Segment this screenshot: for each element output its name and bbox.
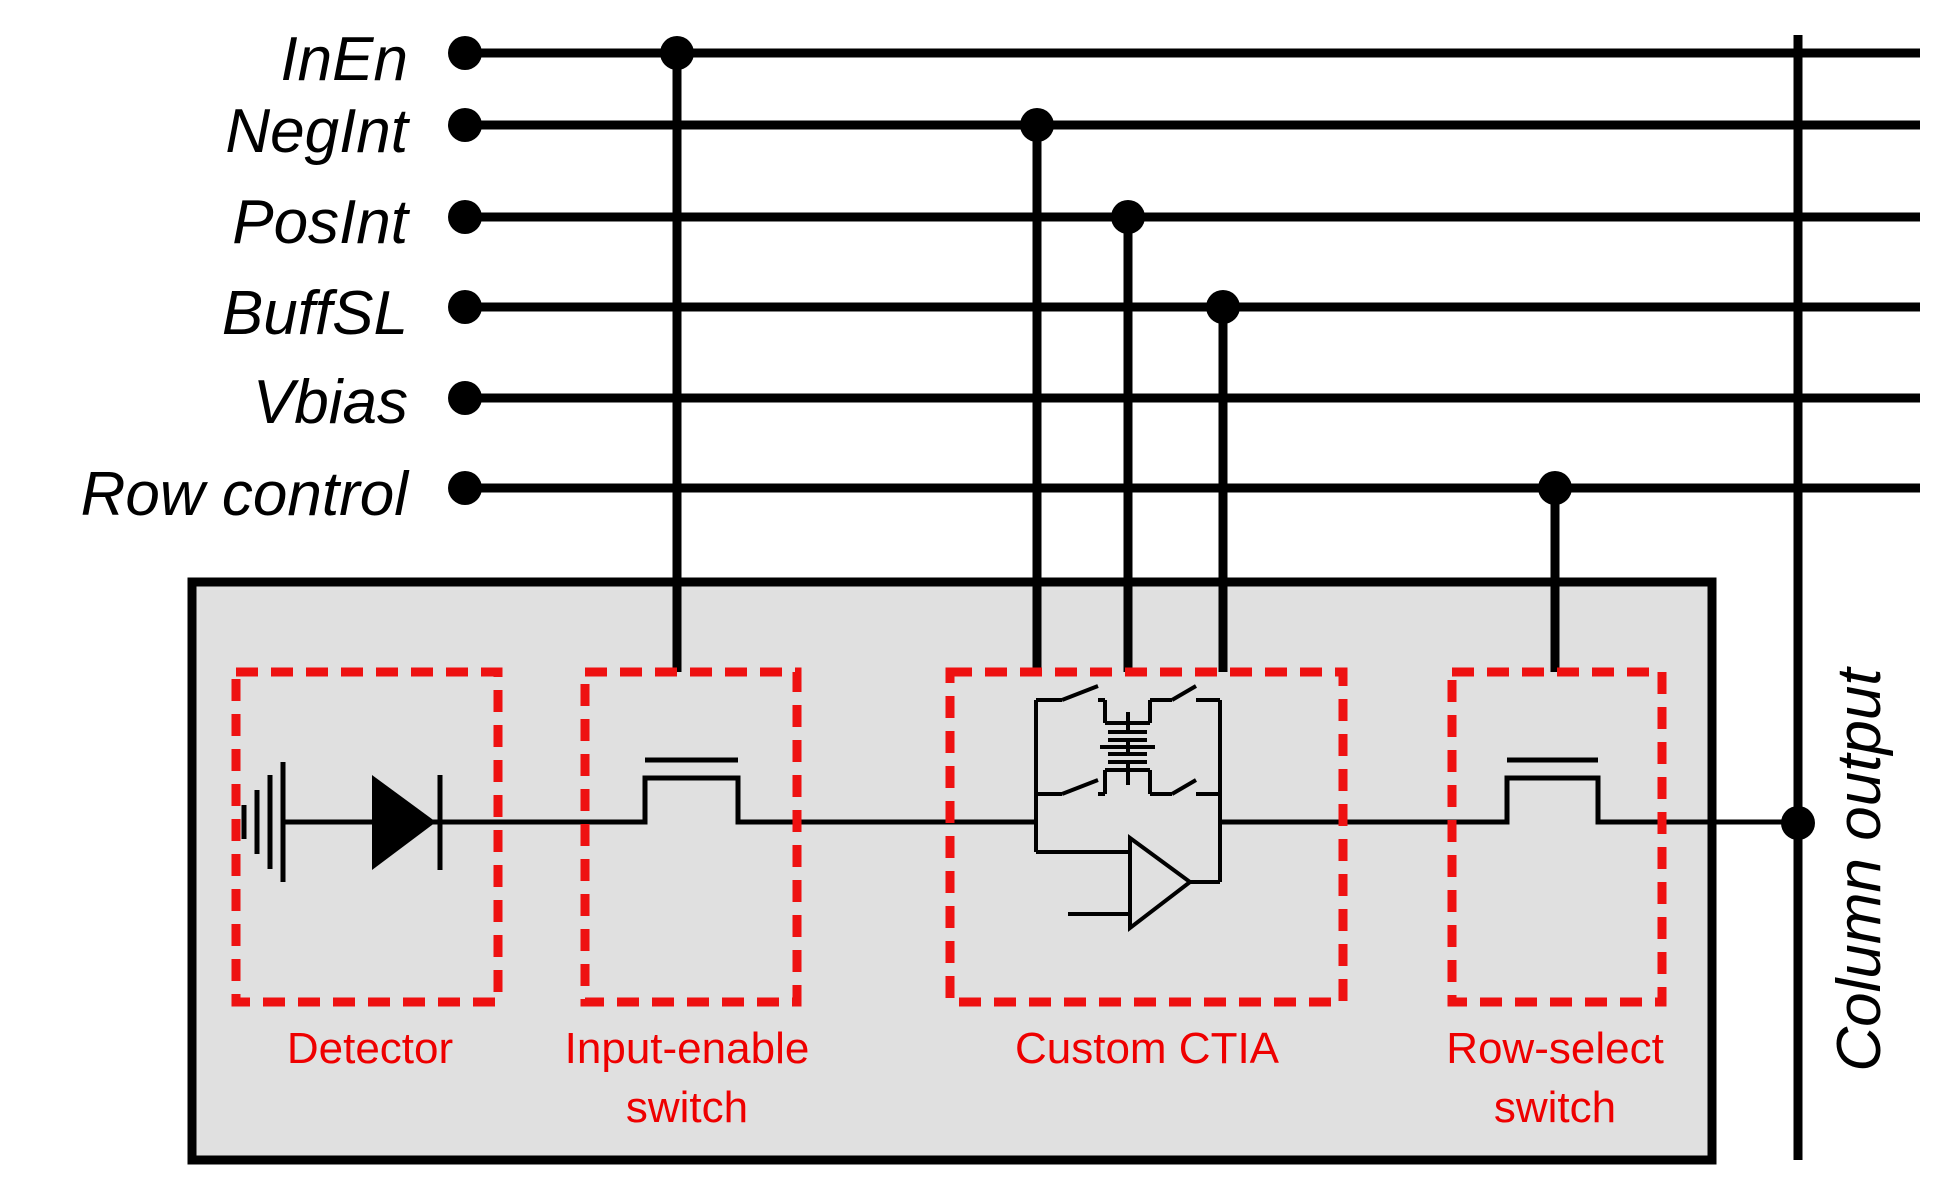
detector-label: Detector	[287, 1024, 453, 1073]
ground-icon	[241, 762, 286, 882]
signal-label-vbias: Vbias	[253, 368, 408, 437]
bus-terminals	[448, 36, 482, 505]
photodiode-icon	[372, 775, 443, 870]
input-enable-label-line1: Input-enable	[565, 1024, 810, 1073]
row-select-switch-block	[1447, 667, 1667, 1007]
custom-ctia-label: Custom CTIA	[1015, 1024, 1280, 1073]
row-select-label-line2: switch	[1494, 1083, 1616, 1132]
tap-junctions	[660, 36, 1572, 505]
signal-label-inen: InEn	[280, 25, 408, 94]
custom-ctia-block	[945, 667, 1348, 1007]
detector-block	[231, 667, 503, 1007]
ctia-circuit	[1034, 684, 1222, 933]
row-select-label-line1: Row-select	[1446, 1024, 1664, 1073]
signal-path-wire	[283, 775, 1036, 825]
input-enable-switch-block	[580, 667, 802, 1007]
input-enable-label-line2: switch	[626, 1083, 748, 1132]
signal-label-buffsl: BuffSL	[222, 279, 408, 348]
ctia-output-wire	[1220, 775, 1798, 825]
signal-label-row-control: Row control	[81, 460, 411, 529]
column-output-label: Column output	[1825, 666, 1894, 1072]
signal-label-posint: PosInt	[232, 188, 411, 257]
signal-label-negint: NegInt	[225, 97, 410, 166]
